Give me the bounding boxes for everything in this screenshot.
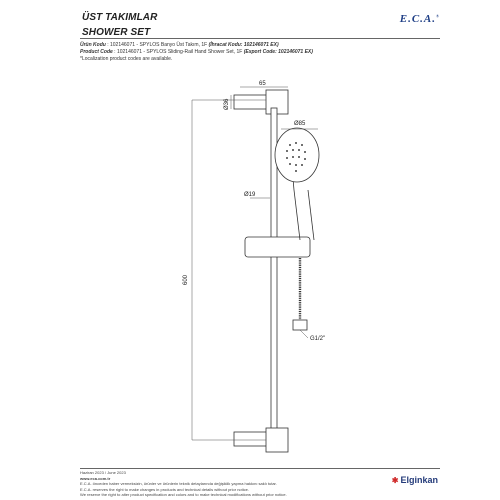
footer-line-1: E.C.A. önceden haber vermeksizin, ürünle… [80, 481, 277, 486]
footer-line-2: E.C.A. reserves the right to make change… [80, 486, 249, 492]
footer-text: Haziran 2023 / June 2023 www.eca.com.tr … [80, 470, 287, 498]
elginkan-mark-icon: ✱ [391, 475, 399, 485]
export-code-tr: (İhracat Kodu: 102146071 EX) [208, 42, 279, 48]
dim-label-19: Ø19 [244, 192, 256, 198]
header-divider [80, 38, 440, 39]
title-tr: ÜST TAKIMLAR [82, 12, 158, 23]
shower-head [274, 127, 320, 183]
localization-note: *Localization product codes are availabl… [80, 56, 173, 62]
export-code-en: (Export Code: 102146071 EX) [243, 49, 313, 55]
product-value-tr: : 102146071 - SPYLOS Banyo Üst Takım, 1F [107, 42, 208, 48]
footer-date: Haziran 2023 / June 2023 [80, 470, 126, 475]
dim-label-65: 65 [259, 81, 266, 87]
footer-website: www.eca.com.tr [80, 475, 111, 481]
eca-logo: E.C.A.® [399, 13, 440, 25]
footer-divider [80, 468, 440, 469]
bottom-bracket-head [265, 427, 289, 453]
product-info: Ürün Kodu : 102146071 - SPYLOS Banyo Üst… [80, 42, 313, 63]
title-en: SHOWER SET [82, 27, 151, 38]
shower-hose [298, 257, 303, 326]
footer-line-3: We reserve the right to alter product sp… [80, 492, 287, 497]
product-line-tr: Ürün Kodu : 102146071 - SPYLOS Banyo Üst… [80, 42, 313, 49]
dim-label-36: Ø36 [224, 98, 230, 110]
hose-nut [292, 319, 308, 331]
dim-label-g12: G1/2" [310, 336, 325, 342]
dim-leader-g12 [299, 329, 309, 339]
product-label-tr: Ürün Kodu [80, 42, 106, 48]
slider-holder [244, 236, 311, 258]
dim-label-85: Ø85 [294, 121, 306, 127]
product-label-en: Product Code [80, 49, 113, 55]
dim-label-600: 600 [183, 274, 189, 285]
shower-nozzles [286, 142, 306, 172]
hand-shower-handle-edge [307, 189, 315, 241]
product-line-en: Product Code : 102146071 - SPYLOS Slidin… [80, 49, 313, 56]
brand-name: Elginkan [400, 475, 438, 485]
product-value-en: : 102146071 - SPYLOS Sliding-Rail Hand S… [114, 49, 243, 55]
elginkan-logo: ✱ Elginkan [392, 475, 438, 485]
